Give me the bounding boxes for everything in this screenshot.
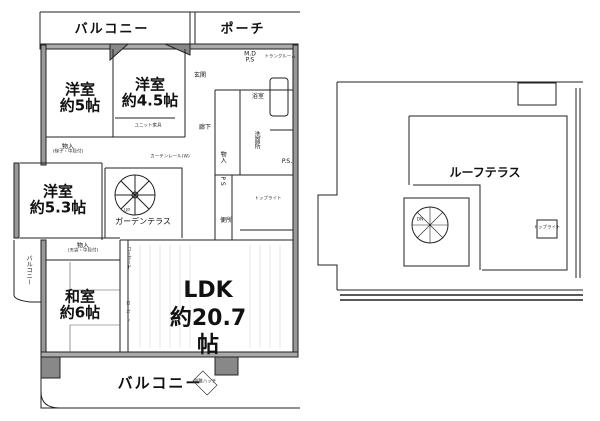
east-wall: [292, 44, 299, 356]
toilet-label: 便所: [219, 216, 233, 224]
roof-toplight-label: トップライト: [533, 225, 561, 231]
room-western-5-3: 洋室 約5.3帖: [29, 182, 87, 216]
bathroom-label: 浴室: [251, 92, 265, 100]
room-western-5: 洋室 約5帖: [59, 80, 101, 114]
south-wall: [40, 351, 299, 358]
closet-note: (天袋・中段付): [67, 248, 99, 254]
room-size: 約20.7: [169, 305, 247, 331]
top-balcony-outline: [39, 11, 300, 45]
closet-ladder: 物入 (梯子・中段付): [53, 144, 84, 155]
closet-name: 物入: [61, 143, 75, 151]
stair-up-label: UP: [123, 208, 131, 214]
porch-label: ポーチ: [220, 22, 266, 38]
room-japanese-6: 和室 約6帖: [59, 287, 101, 321]
ps-right-label: P.S.: [281, 157, 293, 165]
closet-upper: 物入 (天袋・中段付): [68, 243, 99, 254]
garden-terrace-label: ガーデンテラス: [115, 216, 171, 226]
west-wall-upper: [40, 44, 47, 166]
room-name: LDK: [183, 277, 233, 303]
escape-hatch-label: 避難ハッチ: [193, 379, 217, 385]
room-name: 洋室: [64, 80, 95, 99]
roof-outline: [317, 81, 583, 291]
room-size: 約6帖: [59, 303, 101, 321]
side-balcony-label: バルコニー: [25, 255, 33, 285]
west-wall-lower: [40, 239, 47, 356]
room-name: 洋室: [42, 182, 74, 201]
room-size: 約5帖: [59, 96, 101, 114]
closet-name: 物入: [76, 242, 90, 250]
column-sw: [40, 356, 61, 379]
column-s: [214, 356, 239, 376]
entrance-label: 玄関: [193, 71, 207, 79]
stair-down-label: DN: [416, 217, 424, 223]
hallway-label: 廊下: [198, 123, 212, 131]
top-balcony-label: バルコニー: [74, 22, 150, 38]
curtain-rail-label: カーテンレール(W): [150, 154, 190, 160]
bottom-balcony-label: バルコニー: [117, 374, 203, 393]
low-board-label-2: ローボード: [125, 300, 131, 324]
room-size-unit: 帖: [196, 332, 219, 358]
roof-terrace-label: ルーフテラス: [449, 165, 521, 180]
ps-center-label: P S: [219, 176, 227, 186]
unit-furniture-label: ユニット家具: [134, 123, 162, 129]
west-wall-mid: [13, 162, 20, 239]
trunk-room-label: トランクルーム: [264, 54, 296, 60]
toplight-label: トップライト: [254, 196, 282, 202]
md-ps-label: M.D P.S: [244, 50, 256, 64]
washroom-label: 洗面所: [253, 131, 261, 149]
closet-note: (梯子・中段付): [52, 149, 84, 155]
room-name: 和室: [64, 287, 95, 306]
room-name: 洋室: [134, 75, 166, 94]
room-size: 約4.5帖: [121, 91, 179, 109]
room-ldk: LDK 約20.7 帖: [170, 277, 246, 360]
closet-small-label: 物入: [219, 151, 227, 163]
room-size: 約5.3帖: [29, 198, 87, 216]
room-western-4-5: 洋室 約4.5帖: [121, 75, 179, 109]
low-board-label-1: ローボード: [126, 246, 132, 270]
